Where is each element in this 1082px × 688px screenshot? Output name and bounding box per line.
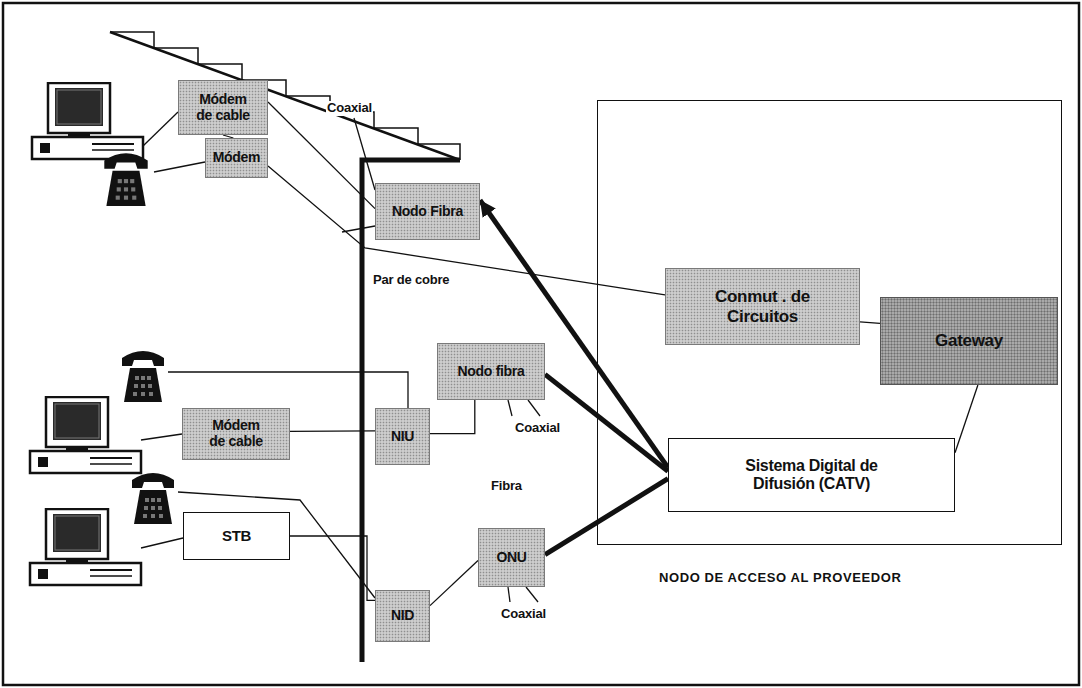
wire-label-text: Coaxial xyxy=(500,607,547,622)
provider-group: Conmut . de CircuitosGatewaySistema Digi… xyxy=(597,100,1062,590)
fiber-link xyxy=(545,479,668,555)
equipment-box: Módem de cable xyxy=(182,408,290,460)
cable-link xyxy=(290,536,375,600)
equipment-box: Nodo Fibra xyxy=(375,183,480,240)
box-label: ONU xyxy=(496,550,526,566)
cable-link xyxy=(860,322,880,324)
group-title: NODO DE ACCESO AL PROVEEDOR xyxy=(659,571,902,586)
wire-label-text: Fibra xyxy=(490,479,523,494)
computer-icon xyxy=(30,509,141,585)
pc-wire xyxy=(141,538,183,548)
box-label: Sistema Digital de Difusión (CATV) xyxy=(717,457,907,493)
box-label: Módem xyxy=(213,150,261,166)
wire-label-text: Coaxial xyxy=(514,421,561,436)
equipment-box: NID xyxy=(375,590,430,642)
phone-wire xyxy=(168,372,408,408)
equipment-box: Conmut . de Circuitos xyxy=(665,268,860,345)
phone-icon xyxy=(132,473,174,524)
coax-leader xyxy=(342,226,375,232)
pc-wire xyxy=(141,434,182,440)
box-label: NID xyxy=(391,608,414,624)
cable-link xyxy=(430,560,478,605)
equipment-box: ONU xyxy=(478,528,545,587)
box-label: STB xyxy=(222,528,251,545)
wire-label: Coaxial xyxy=(514,420,561,436)
coax-leader xyxy=(354,118,375,190)
cable-link xyxy=(268,102,375,209)
cable-link xyxy=(268,166,665,295)
phone-icon xyxy=(122,351,164,402)
wire-label-text: Par de cobre xyxy=(372,273,450,288)
box-label: Conmut . de Circuitos xyxy=(698,287,828,325)
staircase-slope xyxy=(110,32,460,160)
wire-label: Par de cobre xyxy=(372,272,450,288)
box-label: Gateway xyxy=(935,331,1003,350)
computer-icon xyxy=(30,397,141,473)
box-label: Módem de cable xyxy=(192,92,254,123)
cable-link xyxy=(955,385,978,453)
phone-wire xyxy=(154,162,205,172)
coax-leader xyxy=(526,587,538,602)
equipment-box: Módem xyxy=(205,138,268,178)
computer-icon xyxy=(32,83,143,159)
wire-label-text: Coaxial xyxy=(326,101,373,116)
coax-leader xyxy=(528,400,540,416)
equipment-box: Gateway xyxy=(880,297,1058,385)
box-label: Módem de cable xyxy=(205,418,267,449)
box-label: Nodo fibra xyxy=(458,364,525,380)
wire-label: Coaxial xyxy=(500,606,547,622)
staircase-steps xyxy=(110,32,460,160)
wire-label: Coaxial xyxy=(326,100,373,116)
cable-link xyxy=(430,400,475,434)
pc-wire xyxy=(143,112,178,146)
equipment-box: NIU xyxy=(375,408,430,465)
equipment-box: Sistema Digital de Difusión (CATV) xyxy=(668,438,955,512)
equipment-box: Módem de cable xyxy=(178,80,268,135)
fiber-link xyxy=(545,374,668,471)
phone-icon xyxy=(104,153,147,206)
outer-frame xyxy=(3,3,1079,685)
coax-leader xyxy=(508,400,512,416)
phone-wire xyxy=(178,492,375,598)
equipment-box: Nodo fibra xyxy=(437,343,545,400)
cable-link xyxy=(290,430,375,432)
group-heading: NODO DE ACCESO AL PROVEEDOR xyxy=(597,568,1062,586)
fiber-link xyxy=(480,200,668,468)
coax-leader xyxy=(508,587,510,602)
wire-label: Fibra xyxy=(490,478,523,494)
equipment-box: STB xyxy=(183,512,290,560)
box-label: NIU xyxy=(391,429,414,445)
box-label: Nodo Fibra xyxy=(392,204,463,220)
